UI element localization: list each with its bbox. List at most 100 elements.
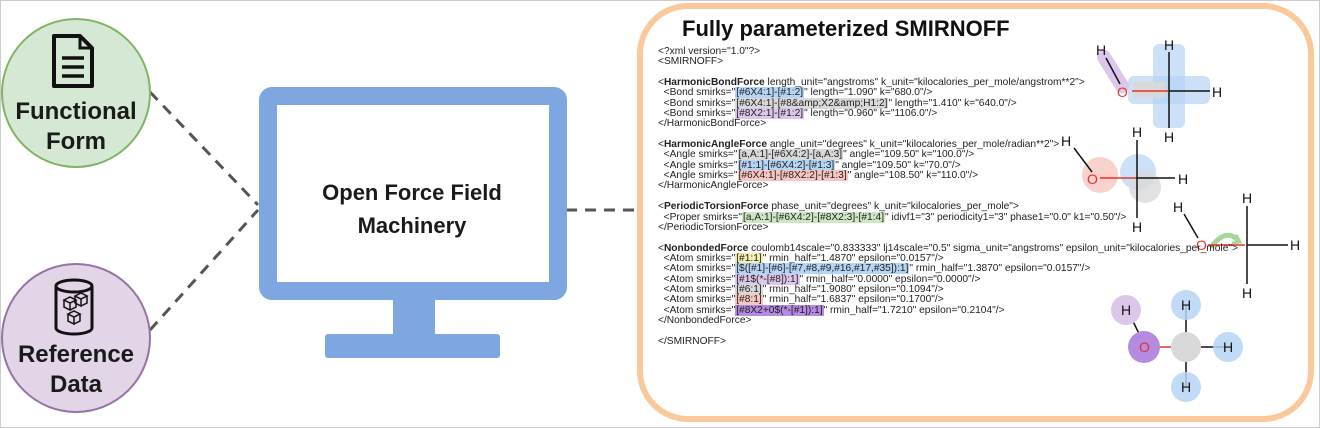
- reference-data-label-2: Data: [50, 371, 103, 398]
- xml-line: <Bond smirks="[#6X4:1]-[#1:2]" length="1…: [658, 87, 1258, 99]
- xml-text: angle_unit="degrees" k_unit="kilocalorie…: [766, 139, 1060, 151]
- xml-text: </HarmonicBondForce>: [658, 118, 767, 130]
- xml-line: </PeriodicTorsionForce>: [658, 221, 1258, 233]
- xml-line: <Angle smirks="[a,A:1]-[#6X4:2]-[a,A:3]"…: [658, 149, 1258, 161]
- smirnoff-title: Fully parameterized SMIRNOFF: [682, 16, 1010, 41]
- xml-text: <Bond smirks=": [658, 108, 736, 120]
- smirks-highlight: [#1:1]: [735, 252, 763, 264]
- xml-line: <Atom smirks="[#1$(*-[#8]):1]" rmin_half…: [658, 273, 1258, 285]
- xml-text: <Angle smirks=": [658, 149, 738, 161]
- xml-text: <Atom smirks=": [658, 252, 736, 264]
- molecule-bonds: H O H H H: [1096, 37, 1222, 145]
- atom-o: O: [1087, 171, 1098, 187]
- xml-text: <: [658, 77, 664, 89]
- xml-text: <Angle smirks=": [658, 170, 738, 182]
- xml-line: <Atom smirks="[$([#1]-[#6]-[#7,#8,#9,#16…: [658, 263, 1258, 275]
- smirks-highlight: [a,A:1]-[#6X4:2]-[#8X2:3]-[#1:4]: [742, 211, 886, 223]
- xml-text: length_unit="angstroms" k_unit="kilocalo…: [764, 77, 1085, 89]
- machinery-label-1: Open Force Field: [322, 180, 502, 205]
- xml-line: <Atom smirks="[#1:1]" rmin_half="1.4870"…: [658, 252, 1258, 264]
- database-icon: [54, 278, 94, 336]
- xml-tag-name: HarmonicAngleForce: [663, 139, 767, 151]
- smirks-highlight: [#6:1]: [735, 283, 763, 295]
- xml-tag-name: PeriodicTorsionForce: [663, 201, 769, 213]
- smirks-highlight: [$([#1]-[#6]-[#7,#8,#9,#16,#17,#35]):1]: [735, 263, 910, 275]
- xml-line: <HarmonicBondForce length_unit="angstrom…: [658, 77, 1258, 89]
- atom-o: O: [1139, 339, 1150, 355]
- xml-text: </HarmonicAngleForce>: [658, 180, 769, 192]
- atom-h: H: [1181, 379, 1191, 395]
- xml-line: <Angle smirks="[#6X4:1]-[#8X2:2]-[#1:3]"…: [658, 170, 1258, 182]
- molecule-angles: H O H H H: [1061, 124, 1188, 235]
- atom-h: H: [1132, 124, 1142, 140]
- smirnoff-panel-border: [637, 3, 1314, 422]
- connector-reference: [148, 208, 260, 332]
- atom-h: H: [1096, 42, 1106, 58]
- xml-line: <SMIRNOFF>: [658, 57, 1258, 67]
- smirnoff-xml: <?xml version="1.0"?><SMIRNOFF><Harmonic…: [658, 46, 1258, 407]
- xml-text: </SMIRNOFF>: [658, 335, 726, 347]
- xml-text: <Bond smirks=": [658, 97, 736, 109]
- xml-text: " rmin_half="1.4870" epsilon="0.0157"/>: [762, 252, 944, 264]
- xml-tag-name: HarmonicBondForce: [663, 77, 765, 89]
- smirks-highlight: [#8X2:1]-[#1:2]: [735, 108, 805, 120]
- xml-line: <NonbondedForce coulomb14scale="0.833333…: [658, 242, 1258, 254]
- xml-line: <Atom smirks="[#6:1]" rmin_half="1.9080"…: [658, 283, 1258, 295]
- xml-text: " rmin_half="1.6837" epsilon="0.1700"/>: [762, 294, 944, 306]
- xml-text: <: [658, 139, 664, 151]
- atom-h: H: [1178, 171, 1188, 187]
- xml-text: phase_unit="degrees" k_unit="kilocalorie…: [768, 201, 1019, 213]
- xml-text: <SMIRNOFF>: [658, 56, 724, 68]
- xml-line: <Atom smirks="[#8:1]" rmin_half="1.6837"…: [658, 294, 1258, 306]
- xml-text: " angle="108.50" k="110.0"/>: [847, 170, 979, 182]
- xml-text: <: [658, 242, 664, 254]
- molecule-nonbonded: H O H H H: [1111, 290, 1243, 402]
- xml-text: " rmin_half="1.7210" epsilon="0.2104"/>: [823, 304, 1005, 316]
- atom-h: H: [1223, 339, 1233, 355]
- xml-text: <Atom smirks=": [658, 263, 736, 275]
- xml-line: <Angle smirks="[#1:1]-[#6X4:2]-[#1:3]" a…: [658, 159, 1258, 171]
- xml-text: " rmin_half="1.3870" epsilon="0.0157"/>: [909, 263, 1091, 275]
- xml-line: </NonbondedForce>: [658, 315, 1258, 326]
- xml-text: " length="0.960" k="1106.0"/>: [804, 108, 938, 120]
- xml-line: </HarmonicAngleForce>: [658, 181, 1258, 191]
- atom-h: H: [1061, 133, 1071, 149]
- xml-text: " angle="109.50" k="70.0"/>: [835, 159, 961, 171]
- atom-h: H: [1181, 297, 1191, 313]
- xml-text: <Angle smirks=": [658, 159, 738, 171]
- xml-text: " rmin_half="1.9080" epsilon="0.1094"/>: [762, 283, 944, 295]
- atom-o: O: [1196, 237, 1207, 253]
- reference-data-node: Reference Data: [1, 263, 151, 413]
- xml-text: <Atom smirks=": [658, 273, 736, 285]
- smirks-highlight: [a,A:1]-[#6X4:2]-[a,A:3]: [737, 149, 844, 161]
- machinery-label-2: Machinery: [358, 213, 468, 238]
- connector-functional: [148, 90, 260, 207]
- monitor-icon: Open Force Field Machinery: [259, 87, 567, 358]
- xml-text: </PeriodicTorsionForce>: [658, 221, 769, 233]
- xml-text: <Atom smirks=": [658, 283, 736, 295]
- atom-h: H: [1164, 129, 1174, 145]
- xml-text: " rmin_half="0.0000" epsilon="0.0000"/>: [799, 273, 981, 285]
- xml-line: <HarmonicAngleForce angle_unit="degrees"…: [658, 139, 1258, 151]
- smirks-highlight: [#6X4:1]-[#8X2:2]-[#1:3]: [737, 170, 848, 182]
- xml-text: <Bond smirks=": [658, 87, 736, 99]
- functional-form-label-1: Functional: [15, 98, 136, 125]
- atom-h: H: [1242, 285, 1252, 301]
- xml-line: </HarmonicBondForce>: [658, 119, 1258, 129]
- atom-o: O: [1117, 84, 1128, 100]
- xml-tag-name: NonbondedForce: [663, 242, 749, 254]
- smirks-highlight: [#6X4:1]-[#8&amp;X2&amp;H1:2]: [735, 97, 889, 109]
- xml-line: <Proper smirks="[a,A:1]-[#6X4:2]-[#8X2:3…: [658, 211, 1258, 223]
- xml-text: <Proper smirks=": [658, 211, 743, 223]
- xml-text: " length="1.090" k="680.0"/>: [804, 87, 933, 99]
- xml-line: <Atom smirks="[#8X2+0$(*-[#1]):1]" rmin_…: [658, 304, 1258, 316]
- smirks-highlight: [#1$(*-[#8]):1]: [735, 273, 800, 285]
- smirks-highlight: [#8X2+0$(*-[#1]):1]: [735, 304, 824, 316]
- document-icon: [52, 34, 94, 88]
- xml-text: " angle="109.50" k="100.0"/>: [843, 149, 975, 161]
- xml-line: <Bond smirks="[#6X4:1]-[#8&amp;X2&amp;H1…: [658, 97, 1258, 109]
- functional-form-label-2: Form: [46, 128, 106, 155]
- atom-h: H: [1164, 37, 1174, 53]
- molecule-torsion: H O H H H: [1173, 190, 1300, 301]
